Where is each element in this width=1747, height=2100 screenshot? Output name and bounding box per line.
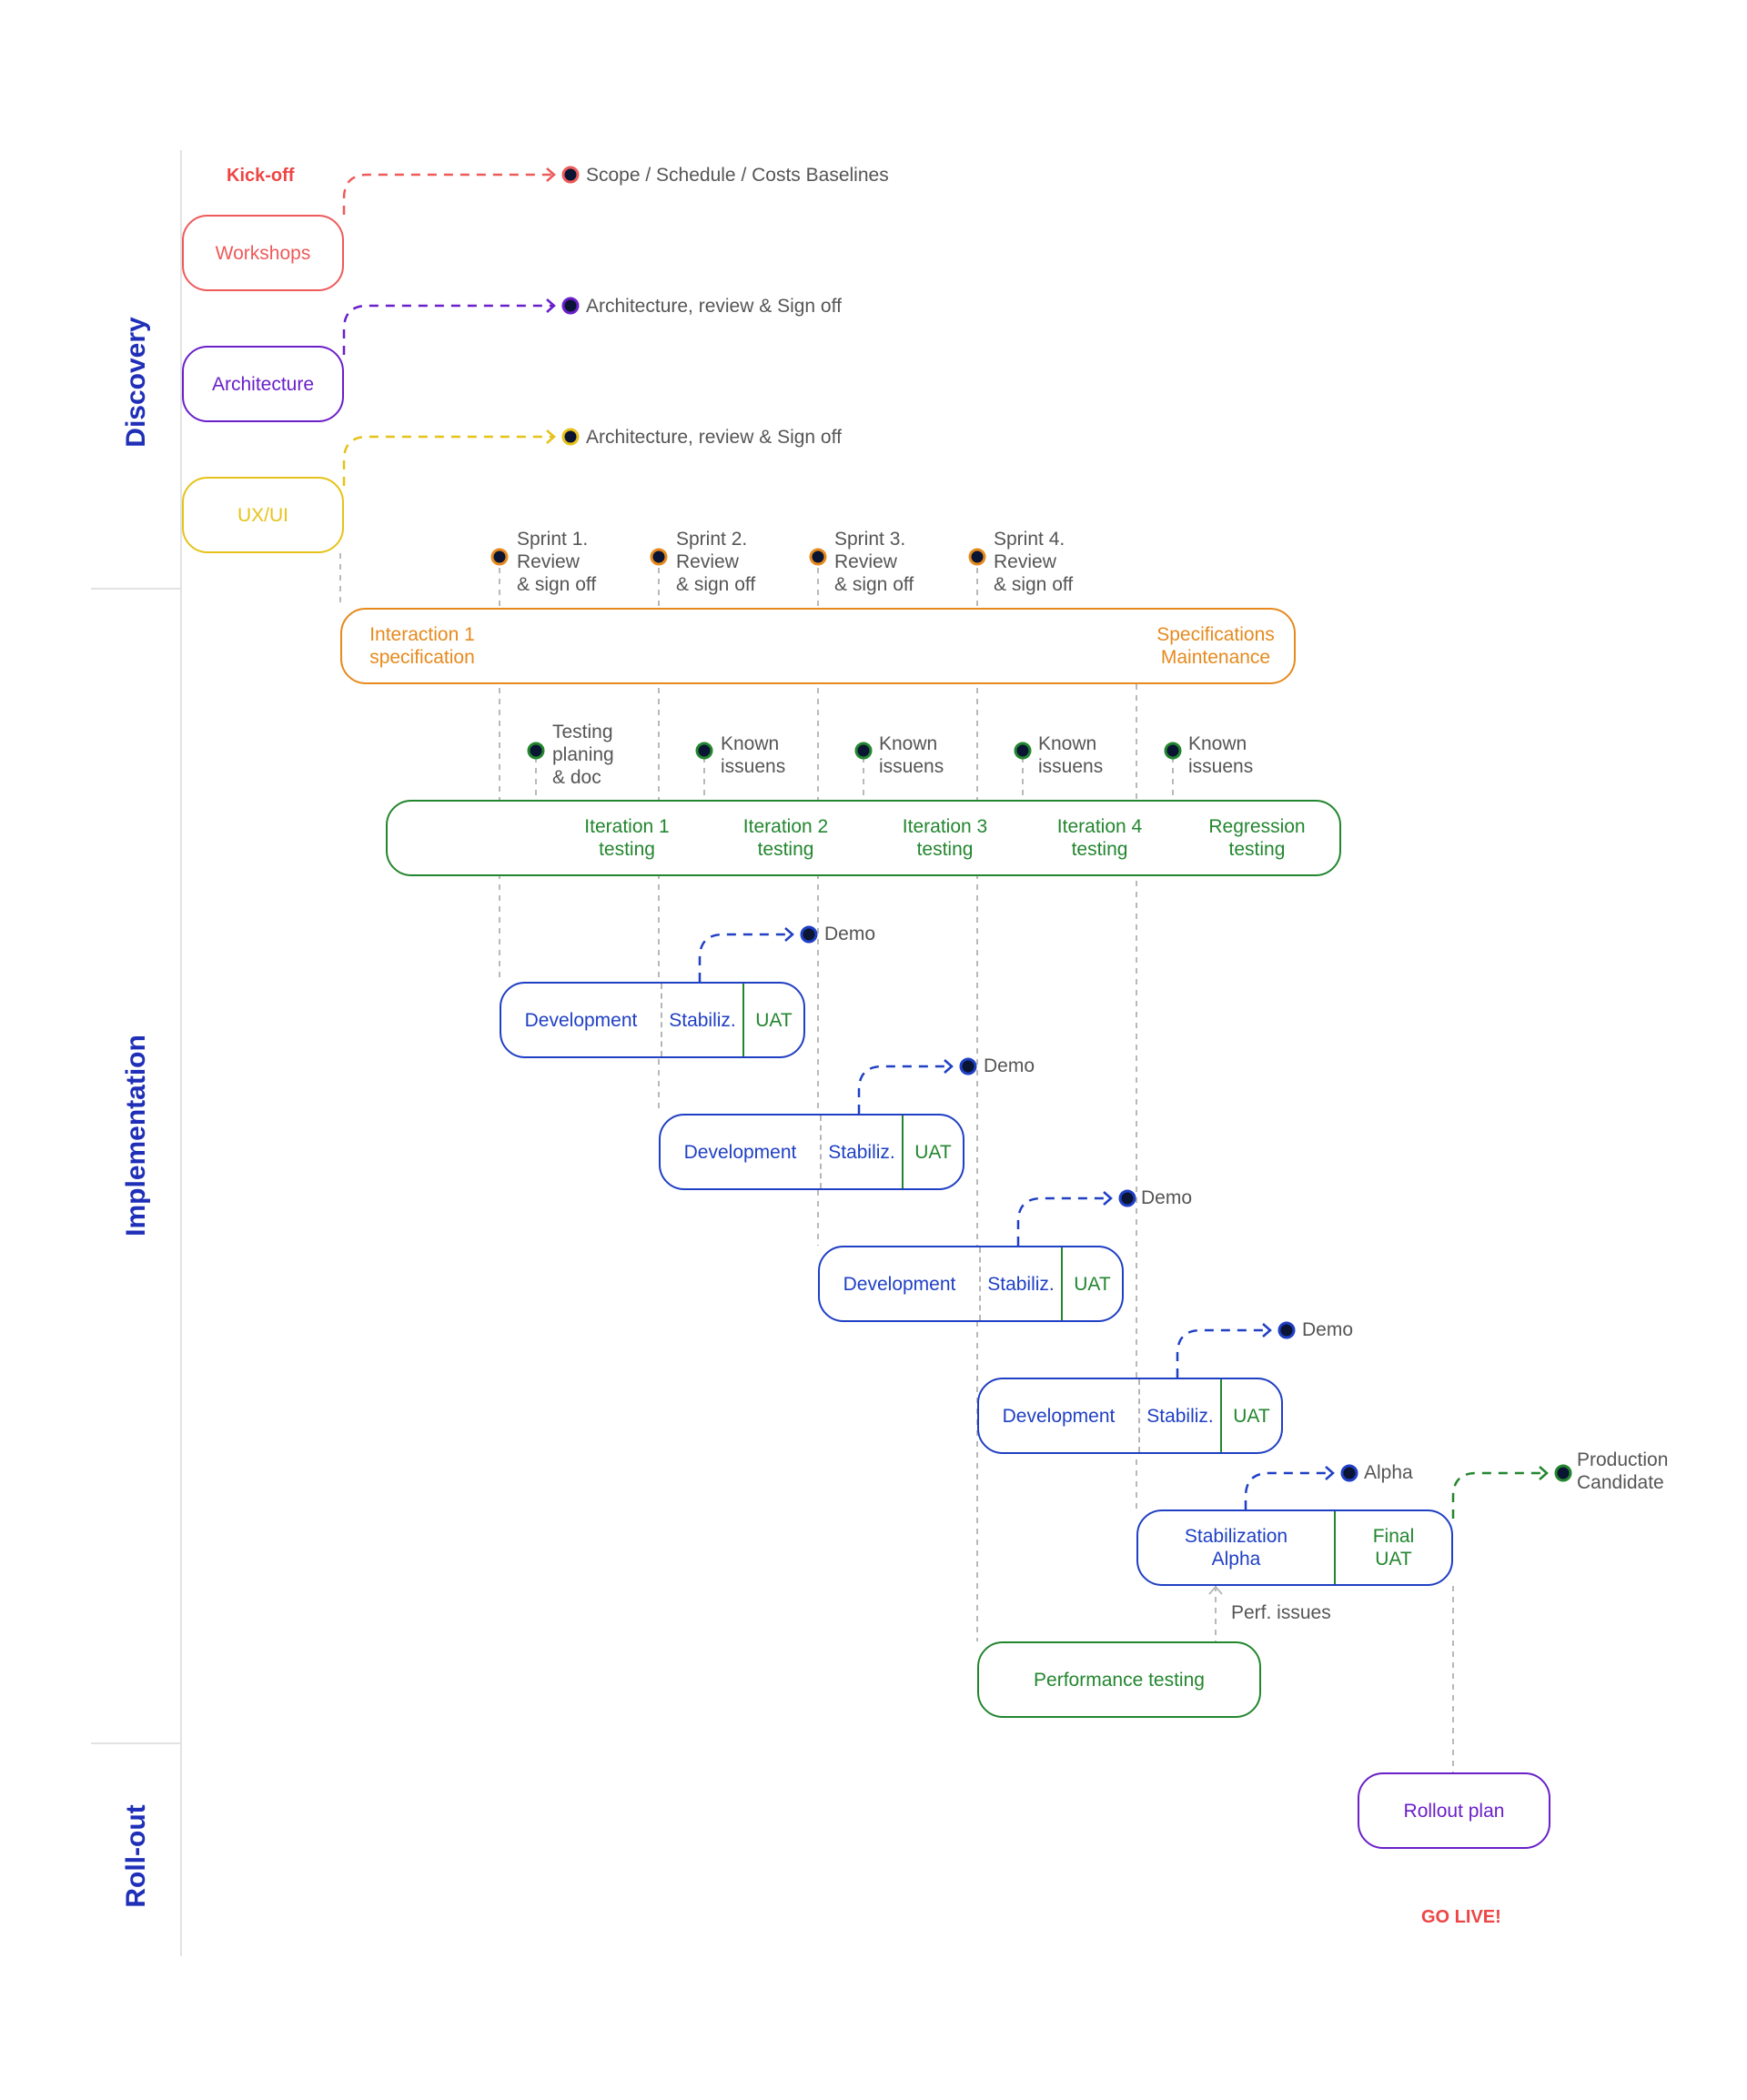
demo-3-label: Demo [1141, 1187, 1193, 1208]
demo-2-label: Demo [984, 1055, 1035, 1076]
phase-label-discovery: Discovery [121, 317, 151, 448]
sprint-2-label: Sprint 2.Review& sign off [676, 529, 756, 595]
connector-demo-4 [1176, 1328, 1269, 1378]
iteration-3-development: Development [843, 1273, 956, 1295]
phase-label-rollout: Roll-out [121, 1804, 151, 1908]
connector-demo-1-chevron [784, 927, 794, 942]
connector-demo-4-chevron [1262, 1323, 1272, 1338]
demo-2-dot [959, 1057, 977, 1075]
iteration-2-box[interactable]: Development Stabiliz. UAT [659, 1114, 964, 1190]
perf-issues-chevron [1208, 1585, 1223, 1595]
milestone-architecture-dot [561, 297, 580, 315]
iteration-2-stabilization: Stabiliz. [820, 1116, 902, 1188]
connector-scope-chevron [546, 167, 556, 182]
sprint-1-dot [490, 548, 509, 566]
known-issues-3-dot [1014, 742, 1032, 760]
workshops-box[interactable]: Workshops [182, 215, 344, 291]
uxui-label: UX/UI [237, 504, 288, 526]
connector-alpha-chevron [1325, 1466, 1335, 1480]
connector-production-candidate-chevron [1539, 1466, 1549, 1480]
sprint-1-label: Sprint 1.Review& sign off [517, 529, 597, 595]
known-issues-1-dot [695, 742, 713, 760]
architecture-label: Architecture [211, 373, 315, 395]
iteration-2-uat: UAT [902, 1116, 963, 1188]
milestone-ux-label: Architecture, review & Sign off [586, 427, 842, 448]
alpha-label: Alpha [1364, 1462, 1413, 1483]
iteration-1-box[interactable]: Development Stabiliz. UAT [500, 982, 805, 1058]
milestone-scope-dot [561, 166, 580, 184]
connector-demo-2 [857, 1065, 951, 1114]
sprint-3-dot [809, 548, 827, 566]
milestone-arch-label: Architecture, review & Sign off [586, 296, 842, 317]
iteration-3-stabilization: Stabiliz. [979, 1247, 1061, 1320]
iteration-4-development: Development [1002, 1405, 1116, 1427]
sprint-4-label: Sprint 4.Review& sign off [994, 529, 1074, 595]
sprint-3-label: Sprint 3.Review& sign off [834, 529, 914, 595]
connector-demo-3-chevron [1103, 1191, 1113, 1206]
testing-planning-dot [527, 742, 545, 760]
iteration-1-development: Development [524, 1009, 638, 1031]
milestone-scope-label: Scope / Schedule / Costs Baselines [586, 165, 889, 186]
connector-architecture [342, 304, 553, 355]
known-issues-4-dot [1164, 742, 1182, 760]
demo-1-label: Demo [824, 924, 876, 944]
go-live-label: GO LIVE! [1421, 1907, 1501, 1927]
connector-uxui [342, 435, 553, 486]
architecture-box[interactable]: Architecture [182, 346, 344, 422]
connector-scope [342, 173, 553, 215]
rollout-plan-label: Rollout plan [1403, 1800, 1505, 1822]
phase-label-implementation: Implementation [121, 1035, 151, 1237]
production-candidate-dot [1554, 1464, 1572, 1482]
iteration-4-uat: UAT [1220, 1379, 1281, 1452]
iteration-1-uat: UAT [742, 984, 803, 1056]
connector-demo-3 [1016, 1196, 1110, 1246]
iteration-4-stabilization: Stabiliz. [1138, 1379, 1220, 1452]
connector-demo-2-chevron [944, 1059, 954, 1074]
connector-uxui-chevron [546, 429, 556, 444]
rollout-plan-box[interactable]: Rollout plan [1358, 1772, 1550, 1849]
perf-issues-label: Perf. issues [1231, 1602, 1331, 1623]
performance-testing-box[interactable]: Performance testing [977, 1641, 1261, 1718]
known-issues-2-dot [854, 742, 873, 760]
connector-architecture-chevron [546, 298, 556, 313]
performance-testing-label: Performance testing [1034, 1669, 1205, 1691]
connector-alpha [1244, 1471, 1332, 1509]
iteration-2-development: Development [683, 1141, 797, 1163]
demo-3-dot [1118, 1189, 1136, 1207]
iteration-4-box[interactable]: Development Stabiliz. UAT [977, 1378, 1283, 1454]
milestone-ux-dot [561, 428, 580, 446]
iteration-3-box[interactable]: Development Stabiliz. UAT [818, 1246, 1124, 1322]
connector-production-candidate [1451, 1471, 1546, 1519]
iteration-1-stabilization: Stabiliz. [661, 984, 742, 1056]
sprint-4-dot [968, 548, 986, 566]
uxui-box[interactable]: UX/UI [182, 477, 344, 553]
connector-demo-1 [698, 933, 792, 982]
kickoff-label: Kick-off [227, 166, 295, 186]
demo-4-dot [1277, 1321, 1296, 1339]
alpha-dot [1340, 1464, 1358, 1482]
demo-4-label: Demo [1302, 1319, 1354, 1340]
demo-1-dot [800, 925, 818, 944]
sprint-2-dot [650, 548, 668, 566]
workshops-label: Workshops [215, 242, 311, 264]
iteration-3-uat: UAT [1061, 1247, 1122, 1320]
